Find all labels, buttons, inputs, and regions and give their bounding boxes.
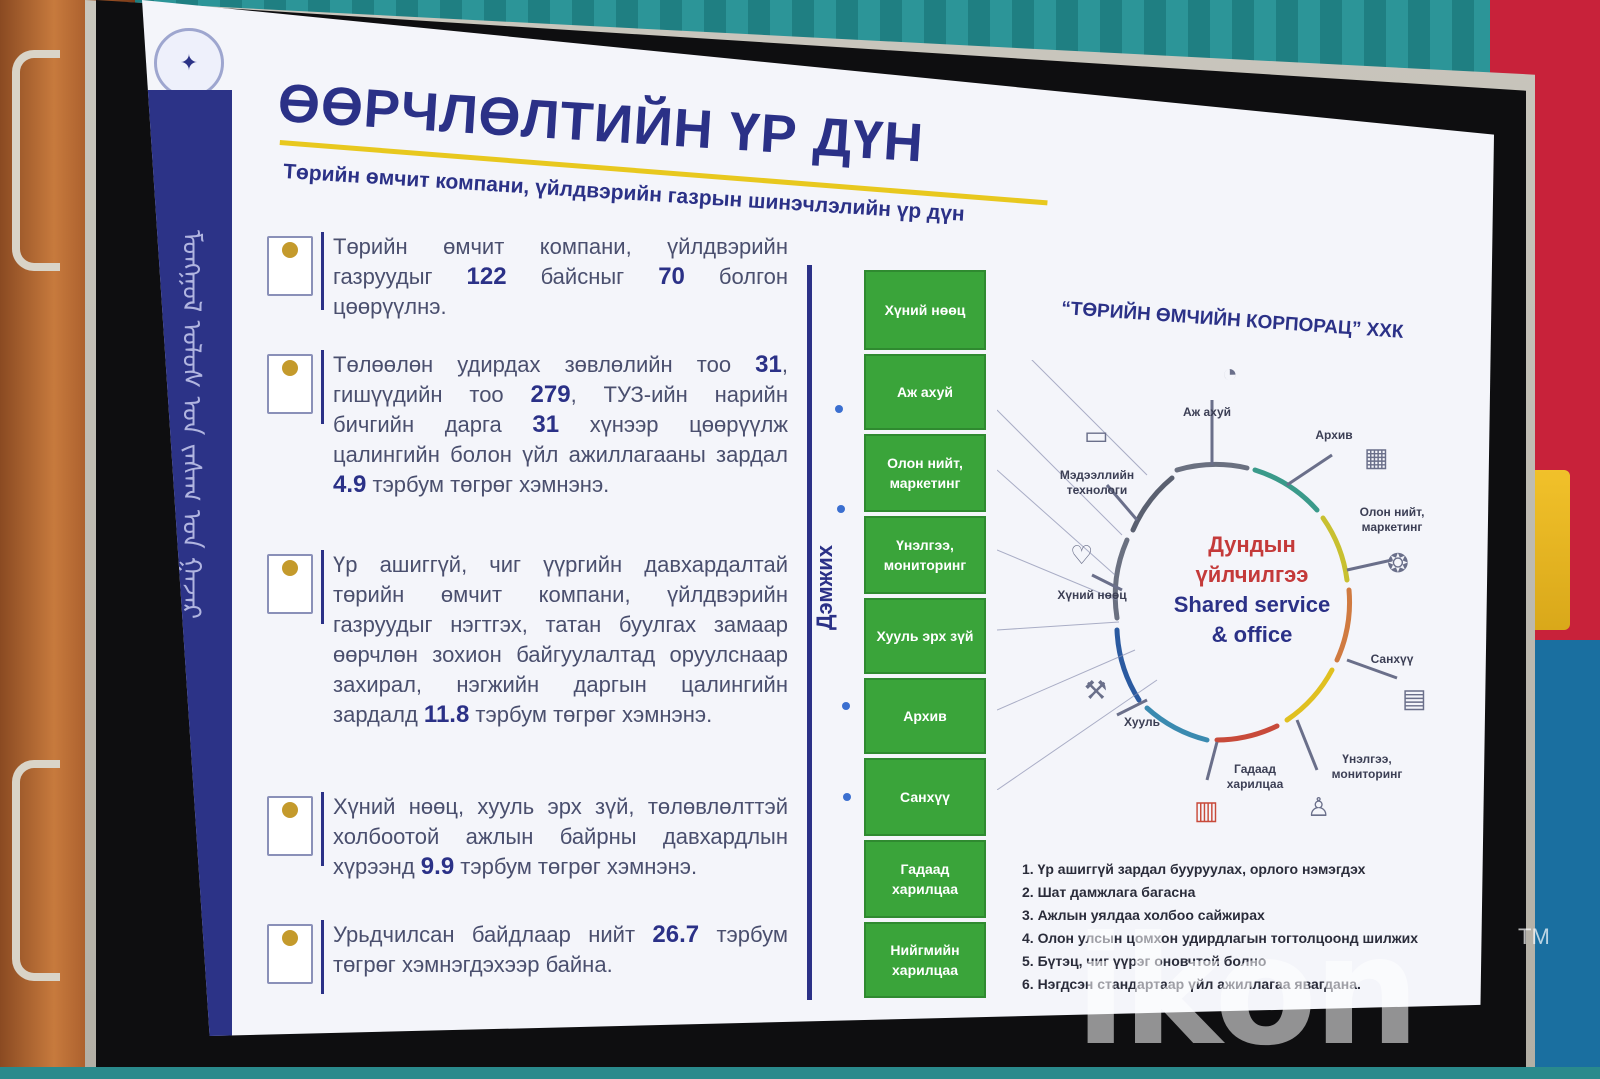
ring-label: Олон нийт, маркетинг [1359, 505, 1425, 534]
document-icon [267, 554, 313, 614]
cabinet-handle [12, 760, 60, 981]
result-text: Төлөөлөн удирдах зөвлөлийн тоо 31, гишүү… [333, 351, 788, 498]
presentation-slide: ✦ ᠮᠣᠩᠭᠣᠯ ᠤᠯᠤᠰ ᠤᠨ ᠵᠠᠰᠠᠭ ᠤᠨ ᠭᠠᠵᠠᠷ ӨӨРЧЛӨЛТ… [142, 0, 1494, 1036]
benefits-list: 1. Үр ашиггүй зардал бууруулах, орлого н… [1022, 858, 1482, 996]
benefit-item: 5. Бүтэц, чиг үүрэг оновчтой болно [1022, 953, 1267, 969]
result-text: Урьдчилсан байдлаар нийт 26.7 тэрбум төг… [333, 921, 788, 977]
corporation-title: “ТӨРИЙН ӨМЧИЙН КОРПОРАЦ” ХХК [1060, 298, 1405, 343]
gavel-icon: ⚒ [1084, 675, 1108, 705]
benefit-item: 4. Олон улсын цомхон удирдлагын тогтолцо… [1022, 930, 1419, 946]
service-box: Санхүү [864, 758, 986, 836]
service-box: Аж ахуй [864, 354, 986, 430]
center-line: үйлчилгээ [1195, 562, 1309, 587]
ring-segment [1174, 462, 1250, 473]
ring-label: Аж ахуй [1182, 405, 1232, 419]
ring-segment [1112, 537, 1130, 621]
ring-label: Архив [1315, 428, 1353, 442]
divider-line [807, 265, 812, 1000]
service-box: Хууль эрх зүй [864, 598, 986, 674]
connector-line [997, 649, 1136, 711]
document-icon [267, 924, 313, 984]
benefit-item: 1. Үр ашиггүй зардал бууруулах, орлого н… [1022, 861, 1366, 877]
center-line: Shared service [1173, 592, 1331, 617]
ring-label: Хүний нөөц [1057, 588, 1127, 602]
timeline-dot [843, 793, 851, 801]
ring-segment [1144, 705, 1210, 743]
ring-label: Мэдээллийн технологи [1059, 468, 1135, 497]
ring-segment [1252, 467, 1320, 513]
calculator-icon: ▦ [1364, 442, 1389, 472]
service-box: Гадаад харилцаа [864, 840, 986, 918]
ring-label: Хууль [1123, 715, 1161, 729]
computer-icon: ▭ [1084, 420, 1109, 450]
service-box: Үнэлгээ, мониторинг [864, 516, 986, 594]
ring-segment [1334, 587, 1352, 663]
trademark-mark: TM [1518, 924, 1550, 949]
shared-service-center: Дундын үйлчилгээ Shared service & office [1147, 530, 1357, 650]
slide-title: ӨӨРЧЛӨЛТИЙН ҮР ДҮН [276, 72, 926, 174]
document-icon [267, 236, 313, 296]
center-line: Дундын [1208, 532, 1296, 557]
ring-label: Санхүү [1370, 652, 1414, 666]
service-box: Хүний нөөц [864, 270, 986, 350]
ring-segment [1284, 667, 1335, 723]
connector-line [997, 549, 1118, 601]
shared-service-diagram [997, 360, 1398, 790]
connector-line [997, 469, 1116, 576]
handshake-icon: ♡ [1070, 540, 1094, 570]
document-icon [267, 796, 313, 856]
service-box: Архив [864, 678, 986, 754]
service-box: Нийгмийн харилцаа [864, 922, 986, 998]
benefit-item: 2. Шат дамжлага багасна [1022, 884, 1196, 900]
benefit-item: 3. Ажлын уялдаа холбоо сайжирах [1022, 907, 1265, 923]
ring-label: Гадаад харилцаа [1226, 762, 1284, 791]
ikon-watermark-logo: ikon [1075, 905, 1420, 1079]
ring-segment [1130, 475, 1175, 533]
coins-icon: ❂ [1387, 548, 1409, 578]
timeline-dot [837, 505, 845, 513]
cabinet-handle [12, 50, 60, 271]
person-icon: ♙ [1307, 792, 1331, 822]
service-box: Олон нийт, маркетинг [864, 434, 986, 512]
support-label: Дэмжих [812, 545, 837, 631]
connector-line [997, 621, 1120, 631]
connector-line [997, 409, 1123, 536]
benefit-item: 6. Нэгдсэн стандартаар үйл ажиллагаа ява… [1022, 976, 1361, 992]
document-icon [267, 354, 313, 414]
result-text: Үр ашиггүй, чиг үүргийн давхардалтай төр… [333, 552, 788, 728]
ring-segment [1320, 515, 1350, 583]
timeline-dot [835, 405, 843, 413]
bar-chart-icon: ▥ [1194, 795, 1219, 825]
center-line: & office [1211, 622, 1293, 647]
timeline-dot [842, 702, 850, 710]
connector-line [997, 360, 1148, 476]
government-logo-icon: ✦ [154, 28, 224, 98]
result-text: Төрийн өмчит компани, үйлдвэрийн газрууд… [333, 234, 788, 319]
ring-segment [1114, 627, 1142, 703]
connector-line [997, 679, 1158, 790]
money-icon: ▤ [1402, 683, 1427, 713]
result-text: Хүний нөөц, хууль эрх зүй, төлөвлөлттэй … [333, 794, 788, 880]
flag-soyombo [1528, 470, 1570, 630]
mongolian-script-decoration: ᠮᠣᠩᠭᠣᠯ ᠤᠯᠤᠰ ᠤᠨ ᠵᠠᠰᠠᠭ ᠤᠨ ᠭᠠᠵᠠᠷ [176, 230, 206, 620]
ring-segment [1214, 723, 1280, 743]
pie-chart-icon: ◔ [1222, 358, 1238, 388]
ring-label: Үнэлгээ, мониторинг [1331, 752, 1403, 781]
